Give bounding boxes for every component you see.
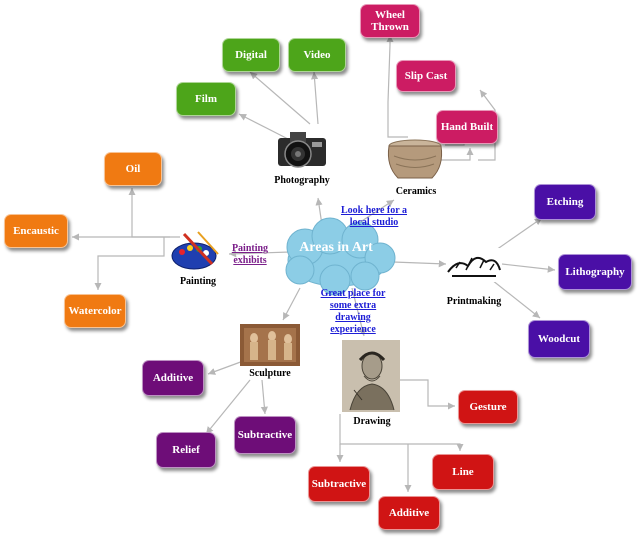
print-icon xyxy=(446,248,502,282)
node-watercolor[interactable]: Watercolor xyxy=(64,294,126,328)
sculpture-icon xyxy=(240,324,300,366)
node-sculpture-additive[interactable]: Additive xyxy=(142,360,204,396)
node-oil[interactable]: Oil xyxy=(104,152,162,186)
label-painting: Painting xyxy=(179,276,217,287)
link-painting-exhibits[interactable]: Painting exhibits xyxy=(231,243,269,266)
label-ceramics: Ceramics xyxy=(395,186,437,197)
node-drawing-subtractive[interactable]: Subtractive xyxy=(308,466,370,502)
node-gesture[interactable]: Gesture xyxy=(458,390,518,424)
node-sculpture-subtractive[interactable]: Subtractive xyxy=(234,416,296,454)
node-relief[interactable]: Relief xyxy=(156,432,216,468)
node-line[interactable]: Line xyxy=(432,454,494,490)
portrait-icon xyxy=(342,340,400,412)
label-printmaking: Printmaking xyxy=(446,296,502,307)
link-local-studio[interactable]: Look here for a local studio xyxy=(340,205,407,228)
label-photography: Photography xyxy=(274,175,330,186)
label-sculpture: Sculpture xyxy=(249,368,291,379)
node-digital[interactable]: Digital xyxy=(222,38,280,72)
node-encaustic[interactable]: Encaustic xyxy=(4,214,68,248)
central-topic: Areas in Art xyxy=(299,240,373,255)
palette-icon xyxy=(171,231,219,270)
link-drawing-experience[interactable]: Great place for some extra drawing exper… xyxy=(320,288,386,335)
node-video[interactable]: Video xyxy=(288,38,346,72)
node-drawing-additive[interactable]: Additive xyxy=(378,496,440,530)
node-hand-built[interactable]: Hand Built xyxy=(436,110,498,144)
pot-icon xyxy=(387,139,443,179)
node-woodcut[interactable]: Woodcut xyxy=(528,320,590,358)
node-wheel-thrown[interactable]: Wheel Thrown xyxy=(360,4,420,38)
label-drawing: Drawing xyxy=(353,416,391,427)
connector-lines xyxy=(72,35,556,492)
camera-icon xyxy=(278,132,326,168)
node-lithography[interactable]: Lithography xyxy=(558,254,632,290)
central-cloud-shape xyxy=(285,217,396,296)
node-slip-cast[interactable]: Slip Cast xyxy=(396,60,456,92)
node-etching[interactable]: Etching xyxy=(534,184,596,220)
node-film[interactable]: Film xyxy=(176,82,236,116)
